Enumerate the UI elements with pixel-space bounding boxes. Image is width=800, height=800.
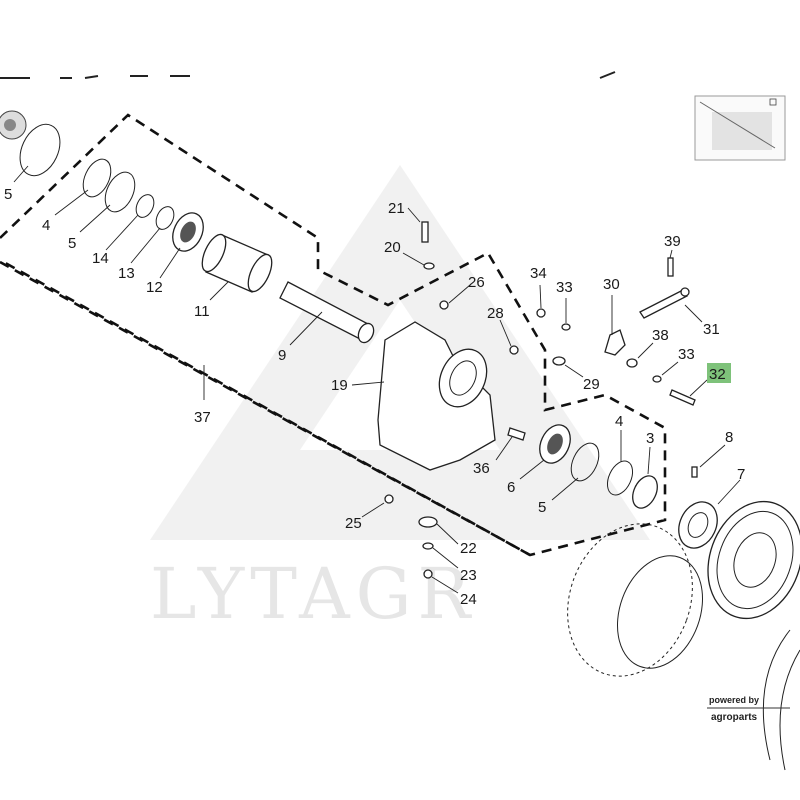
callout-7[interactable]: 7 xyxy=(737,466,745,483)
washer-33a xyxy=(561,323,571,331)
gearbox-housing-19 xyxy=(377,321,496,471)
bearing-12 xyxy=(172,212,204,252)
callout-34[interactable]: 34 xyxy=(530,265,547,282)
callout-33[interactable]: 33 xyxy=(678,346,695,363)
agroparts-branding: powered by agroparts xyxy=(707,695,790,723)
top-edge-fragments xyxy=(0,71,616,79)
callout-9[interactable]: 9 xyxy=(278,347,286,364)
cutoff-mechanism xyxy=(0,110,27,140)
ring-14 xyxy=(135,194,155,218)
pin-36 xyxy=(507,427,526,441)
callout-30[interactable]: 30 xyxy=(603,276,620,293)
callout-29[interactable]: 29 xyxy=(583,376,600,393)
callout-31[interactable]: 31 xyxy=(703,321,720,338)
seal-3 xyxy=(632,475,658,509)
watermark-text: LYTAGR xyxy=(150,553,476,635)
nut-34 xyxy=(536,308,546,318)
agroparts-logo: agroparts xyxy=(711,712,758,723)
pulley xyxy=(707,500,800,620)
drum-roller xyxy=(567,523,704,677)
o-ring-5b xyxy=(104,171,136,213)
callout-20[interactable]: 20 xyxy=(384,239,401,256)
bearing-6 xyxy=(539,424,571,464)
snap-ring-4b xyxy=(606,460,634,496)
callout-14[interactable]: 14 xyxy=(92,250,109,267)
key-8 xyxy=(691,466,698,478)
shaft-9 xyxy=(279,281,375,344)
pin-39 xyxy=(667,257,674,277)
bracket-30 xyxy=(604,329,626,356)
callout-19[interactable]: 19 xyxy=(331,377,348,394)
bushing-7 xyxy=(678,501,718,549)
washer-23 xyxy=(422,542,434,550)
washer-33b xyxy=(652,375,662,383)
callout-39[interactable]: 39 xyxy=(664,233,681,250)
callout-4[interactable]: 4 xyxy=(615,413,623,430)
callout-38[interactable]: 38 xyxy=(652,327,669,344)
nut-24 xyxy=(423,569,433,579)
callout-5[interactable]: 5 xyxy=(68,235,76,252)
ring-13 xyxy=(155,206,175,230)
callout-12[interactable]: 12 xyxy=(146,279,163,296)
nut-25 xyxy=(384,494,394,504)
callout-23[interactable]: 23 xyxy=(460,567,477,584)
callout-36[interactable]: 36 xyxy=(473,460,490,477)
washer-22 xyxy=(418,516,438,528)
callout-3[interactable]: 3 xyxy=(646,430,654,447)
washer-20 xyxy=(423,262,435,270)
callout-6[interactable]: 6 xyxy=(507,479,515,496)
callout-24[interactable]: 24 xyxy=(460,591,477,608)
callout-37[interactable]: 37 xyxy=(194,409,211,426)
leader-lines xyxy=(13,165,741,594)
bolt-32 xyxy=(669,389,696,406)
o-ring-5c xyxy=(570,442,600,482)
callout-33[interactable]: 33 xyxy=(556,279,573,296)
washer-38 xyxy=(626,358,638,368)
callout-26[interactable]: 26 xyxy=(468,274,485,291)
washer-29 xyxy=(552,356,566,366)
callout-13[interactable]: 13 xyxy=(118,265,135,282)
callout-21[interactable]: 21 xyxy=(388,200,405,217)
callout-4[interactable]: 4 xyxy=(42,217,50,234)
bolt-21 xyxy=(421,221,429,243)
snap-ring-4a xyxy=(82,158,112,198)
callout-5[interactable]: 5 xyxy=(538,499,546,516)
callout-28[interactable]: 28 xyxy=(487,305,504,322)
nut-28 xyxy=(509,345,519,355)
overview-thumbnail[interactable] xyxy=(694,95,786,161)
assembly-group-outline xyxy=(0,113,667,557)
callout-5[interactable]: 5 xyxy=(4,186,12,203)
callout-labels: 5 4 5 14 13 12 11 9 37 21 20 26 28 19 34… xyxy=(4,186,745,608)
callout-25[interactable]: 25 xyxy=(345,515,362,532)
o-ring-5a xyxy=(19,123,61,177)
callout-11[interactable]: 11 xyxy=(194,303,210,320)
highlight-32 xyxy=(707,363,731,383)
long-bolt-31 xyxy=(639,287,690,319)
callout-8[interactable]: 8 xyxy=(725,429,733,446)
sleeve-11 xyxy=(201,233,273,293)
powered-by-text: powered by xyxy=(709,695,759,705)
callout-22[interactable]: 22 xyxy=(460,540,477,557)
nut-26 xyxy=(439,300,449,310)
callout-32-highlighted[interactable]: 32 xyxy=(709,366,726,383)
wheel-partial xyxy=(762,629,800,771)
